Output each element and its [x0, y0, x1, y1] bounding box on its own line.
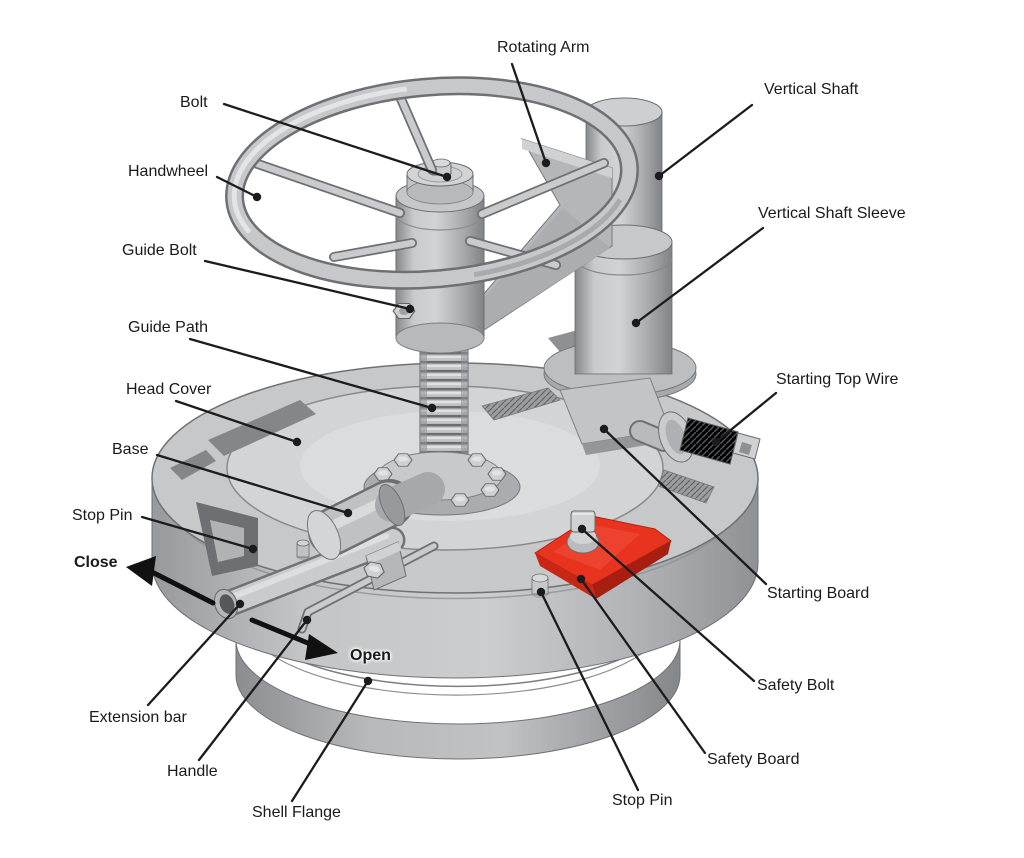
leader-stop-pin-left	[140, 515, 255, 551]
leader-guide-path	[188, 337, 434, 410]
label-handle: Handle	[167, 763, 218, 780]
label-guide-bolt: Guide Bolt	[122, 242, 197, 259]
label-stop-pin-left: Stop Pin	[72, 507, 133, 524]
leader-guide-bolt	[203, 259, 412, 311]
label-starting-board: Starting Board	[767, 585, 870, 602]
handwheel-rim-graphic	[225, 76, 639, 290]
leader-starting-top-wire	[714, 391, 778, 444]
close-arrow	[126, 556, 216, 606]
label-rotating-arm: Rotating Arm	[497, 39, 590, 56]
leader-shell-flange	[290, 679, 370, 803]
base-graphic	[306, 472, 445, 560]
leader-handwheel	[215, 175, 259, 199]
label-bolt: Bolt	[180, 94, 208, 111]
leader-base	[155, 453, 350, 515]
label-head-cover: Head Cover	[126, 381, 212, 398]
label-close-direction: Close	[74, 554, 118, 571]
extension-bar-graphic	[213, 526, 406, 620]
handwheel-spokes-graphic	[247, 87, 609, 270]
label-vertical-shaft: Vertical Shaft	[764, 81, 859, 98]
label-base: Base	[112, 441, 149, 458]
label-vertical-shaft-sleeve: Vertical Shaft Sleeve	[758, 205, 906, 222]
leader-starting-board	[602, 427, 768, 586]
leader-handle	[197, 618, 309, 762]
leader-vertical-shaft	[657, 103, 754, 178]
leader-safety-board	[579, 577, 707, 755]
label-safety-bolt: Safety Bolt	[757, 677, 835, 694]
label-open-direction: Open	[350, 647, 391, 664]
starting-top-wire-graphic	[629, 411, 761, 465]
label-stop-pin-bottom: Stop Pin	[612, 792, 673, 809]
leader-bolt	[222, 102, 449, 179]
leader-head-cover	[174, 399, 299, 444]
label-handwheel: Handwheel	[128, 163, 209, 180]
leader-extension-bar	[146, 602, 242, 707]
leader-stop-pin-bottom	[539, 590, 640, 792]
label-safety-board: Safety Board	[707, 751, 800, 768]
label-guide-path: Guide Path	[128, 319, 209, 336]
hub-graphic	[392, 158, 485, 354]
leader-lines	[140, 62, 778, 803]
leader-vertical-shaft-sleeve	[634, 226, 765, 325]
leader-rotating-arm	[510, 62, 548, 165]
leader-safety-bolt	[580, 527, 756, 683]
label-extension-bar: Extension bar	[89, 709, 187, 726]
open-arrow	[249, 617, 338, 660]
label-starting-top-wire: Starting Top Wire	[776, 371, 899, 388]
leader-dots	[235, 158, 721, 686]
label-shell-flange: Shell Flange	[252, 804, 341, 821]
